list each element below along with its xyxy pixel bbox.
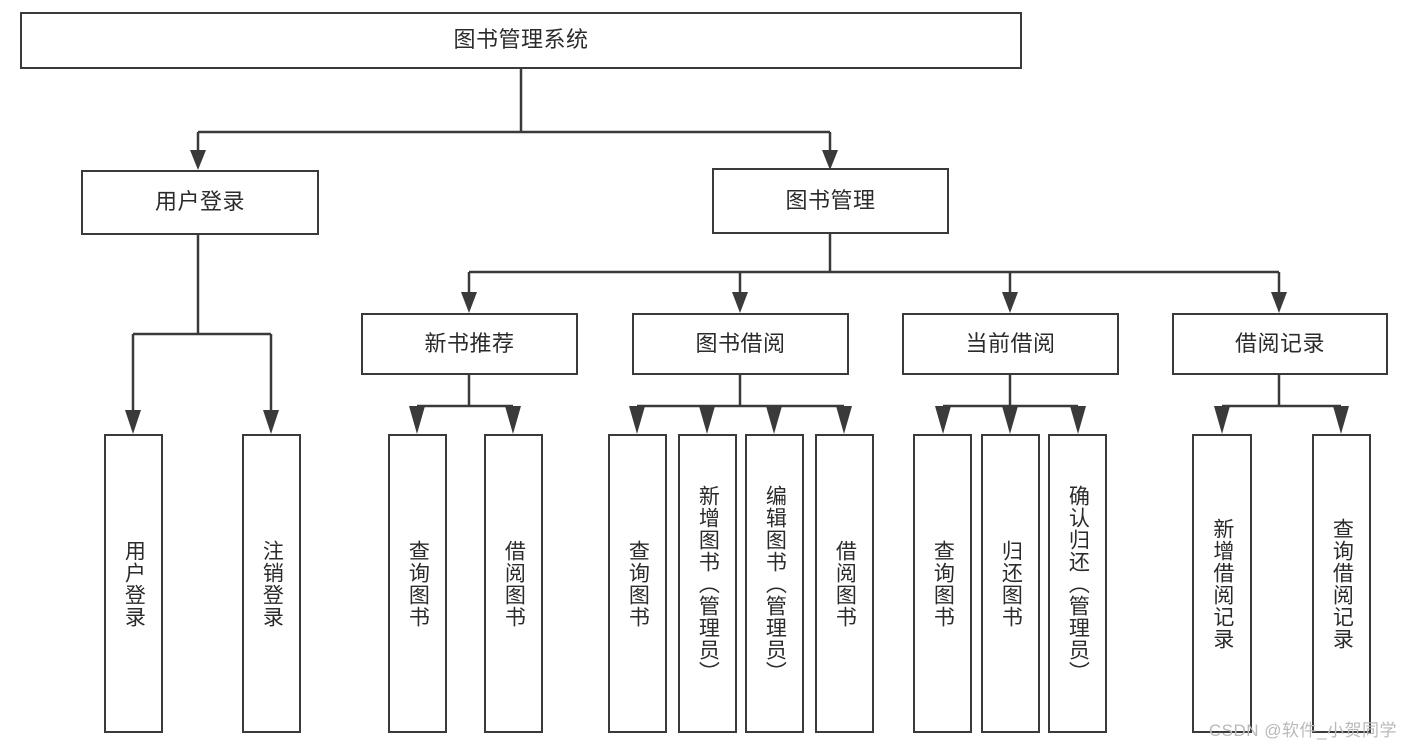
leaf-return-book[interactable]: 归还图书 [981, 434, 1040, 733]
leaf-query-book-newbook[interactable]: 查询图书 [388, 434, 447, 733]
node-label: 查询图书 [406, 539, 430, 628]
leaf-add-book-admin[interactable]: 新增图书（管理员） [678, 434, 737, 733]
leaf-query-book-borrow[interactable]: 查询图书 [608, 434, 667, 733]
arrowhead-leaf-4 [505, 406, 521, 434]
node-label: 查询图书 [931, 539, 955, 628]
leaf-query-book-current[interactable]: 查询图书 [913, 434, 972, 733]
node-label: 图书管理 [785, 187, 876, 213]
leaf-add-borrow-record[interactable]: 新增借阅记录 [1192, 434, 1252, 733]
arrowhead-leaf-9 [935, 406, 951, 434]
arrowhead-leaf-12 [1214, 406, 1230, 434]
watermark-text: CSDN @软件_小贺同学 [1208, 721, 1397, 740]
node-label: 图书管理系统 [453, 27, 589, 53]
arrowhead-leaf-3 [409, 406, 425, 434]
node-label: 查询图书 [626, 539, 650, 628]
node-label: 注销登录 [260, 539, 284, 628]
arrowhead-leaf-2 [263, 410, 279, 434]
node-label: 归还图书 [999, 539, 1023, 628]
node-label: 编辑图书（管理员） [763, 484, 787, 683]
arrowhead-bookmgmt [822, 150, 838, 170]
leaf-logout[interactable]: 注销登录 [242, 434, 301, 733]
arrowhead-l3-1 [461, 292, 477, 313]
node-borrow-record[interactable]: 借阅记录 [1172, 313, 1388, 375]
leaf-edit-book-admin[interactable]: 编辑图书（管理员） [745, 434, 804, 733]
leaf-borrow-book-newbook[interactable]: 借阅图书 [484, 434, 543, 733]
arrowhead-l3-4 [1271, 292, 1287, 313]
node-label: 图书借阅 [695, 330, 786, 356]
leaf-query-borrow-record[interactable]: 查询借阅记录 [1312, 434, 1371, 733]
node-label: 借阅图书 [833, 539, 857, 628]
arrowhead-leaf-13 [1333, 406, 1349, 434]
node-new-book-recommend[interactable]: 新书推荐 [361, 313, 578, 375]
node-label: 用户登录 [122, 539, 146, 628]
node-user-login[interactable]: 用户登录 [81, 170, 319, 235]
arrowhead-leaf-1 [125, 410, 141, 434]
arrowhead-login [190, 150, 206, 170]
arrowhead-l3-3 [1002, 292, 1018, 313]
arrowhead-leaf-5 [629, 406, 645, 434]
arrowhead-leaf-6 [699, 406, 715, 434]
node-label: 借阅记录 [1234, 330, 1325, 356]
arrowhead-l3-2 [732, 292, 748, 313]
leaf-confirm-return-admin[interactable]: 确认归还（管理员） [1048, 434, 1107, 733]
node-book-borrow[interactable]: 图书借阅 [632, 313, 849, 375]
node-label: 新书推荐 [424, 330, 515, 356]
node-label: 新增借阅记录 [1210, 517, 1234, 650]
leaf-user-login[interactable]: 用户登录 [104, 434, 163, 733]
node-label: 借阅图书 [502, 539, 526, 628]
arrowhead-leaf-7 [766, 406, 782, 434]
leaf-borrow-book[interactable]: 借阅图书 [815, 434, 874, 733]
node-current-borrow[interactable]: 当前借阅 [902, 313, 1119, 375]
node-label: 确认归还（管理员） [1066, 484, 1090, 683]
arrowhead-leaf-10 [1002, 406, 1018, 434]
node-label: 新增图书（管理员） [696, 484, 720, 683]
node-label: 用户登录 [154, 189, 245, 215]
node-label: 查询借阅记录 [1330, 517, 1354, 650]
arrowhead-leaf-11 [1070, 406, 1086, 434]
node-label: 当前借阅 [965, 330, 1056, 356]
arrowhead-leaf-8 [836, 406, 852, 434]
node-book-management[interactable]: 图书管理 [712, 168, 949, 234]
node-root-system[interactable]: 图书管理系统 [20, 12, 1022, 69]
